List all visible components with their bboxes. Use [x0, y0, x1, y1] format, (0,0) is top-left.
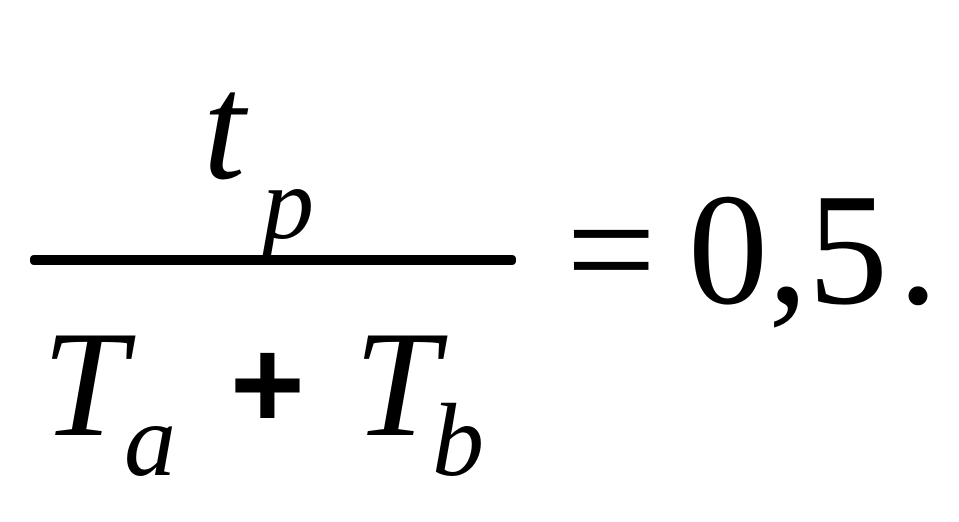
result-value: 0,5 — [688, 160, 888, 338]
fraction-bar — [30, 255, 516, 265]
numerator-subscript: p — [255, 146, 314, 261]
numerator-base: t — [203, 43, 249, 211]
denominator-term1-base: T — [42, 300, 136, 468]
plus-operator: + — [230, 313, 305, 456]
denominator: T a + T b — [42, 300, 484, 498]
equals-sign: = — [566, 160, 656, 338]
denominator-term1-subscript: a — [124, 383, 176, 498]
denominator-term2-subscript: b — [432, 383, 484, 498]
denominator-term2-base: T — [354, 300, 448, 468]
result: = 0,5 . — [566, 160, 938, 338]
numerator: t p — [203, 43, 314, 261]
terminating-period: . — [898, 160, 938, 338]
